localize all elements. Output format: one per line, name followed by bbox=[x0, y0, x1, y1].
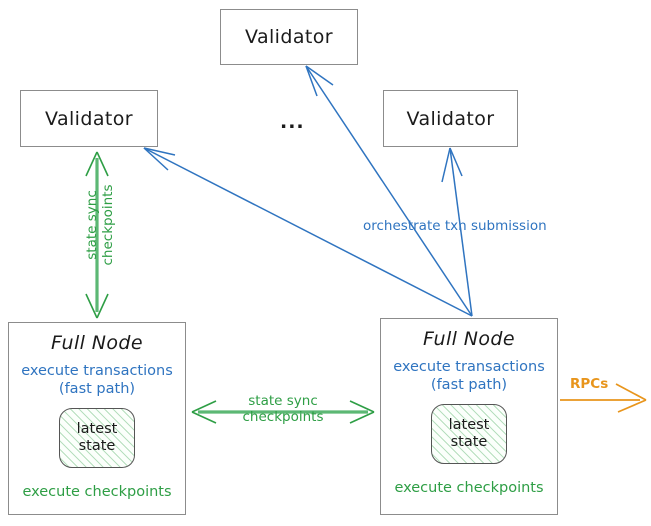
edge-orchestrate-txn-submission bbox=[143, 65, 473, 317]
state-sync-vertical-line2: checkpoints bbox=[100, 184, 117, 266]
validator-right-label: Validator bbox=[406, 107, 495, 130]
validator-top-label: Validator bbox=[245, 26, 333, 48]
fullnode-left-blue-line1: execute transactions bbox=[21, 363, 173, 379]
latest-state-left-line1: latest bbox=[76, 420, 118, 437]
edge-label-state-sync-horizontal: state sync checkpoints bbox=[228, 393, 338, 426]
fullnode-left[interactable]: Full Node execute transactions (fast pat… bbox=[8, 322, 186, 515]
fullnode-left-green-label: execute checkpoints bbox=[22, 484, 172, 501]
edge-label-rpcs: RPCs bbox=[570, 376, 609, 392]
state-sync-horizontal-line2: checkpoints bbox=[242, 409, 324, 426]
fullnode-left-blue-line2: (fast path) bbox=[58, 381, 136, 398]
latest-state-box-right: latest state bbox=[431, 404, 507, 465]
fullnode-right-blue-line1: execute transactions bbox=[393, 359, 545, 375]
validator-node-left[interactable]: Validator bbox=[20, 90, 158, 147]
edge-rpcs bbox=[560, 383, 647, 413]
latest-state-box-left: latest state bbox=[59, 408, 135, 469]
fullnode-left-blue-text: execute transactions (fast path) bbox=[21, 362, 173, 398]
edge-label-orchestrate: orchestrate txn submission bbox=[363, 218, 547, 234]
validator-node-right[interactable]: Validator bbox=[383, 90, 518, 147]
fullnode-right-blue-line2: (fast path) bbox=[430, 377, 508, 394]
latest-state-right-line2: state bbox=[450, 434, 488, 451]
edge-state-sync-horizontal bbox=[191, 400, 375, 424]
fullnode-left-title: Full Node bbox=[51, 332, 143, 354]
validators-ellipsis: ... bbox=[280, 111, 305, 133]
state-sync-horizontal-line1: state sync bbox=[248, 393, 318, 409]
validator-left-label: Validator bbox=[45, 107, 133, 130]
fullnode-right[interactable]: Full Node execute transactions (fast pat… bbox=[380, 318, 558, 515]
latest-state-right-line1: latest bbox=[448, 416, 490, 433]
validator-node-top[interactable]: Validator bbox=[220, 9, 358, 65]
fullnode-right-green-label: execute checkpoints bbox=[394, 480, 544, 497]
latest-state-left-line2: state bbox=[78, 438, 116, 455]
fullnode-right-blue-text: execute transactions (fast path) bbox=[393, 358, 545, 394]
fullnode-right-title: Full Node bbox=[423, 328, 515, 350]
state-sync-vertical-line1: state sync bbox=[84, 190, 100, 260]
edge-state-sync-vertical bbox=[85, 151, 109, 319]
edge-label-state-sync-vertical: state sync checkpoints bbox=[84, 170, 117, 280]
